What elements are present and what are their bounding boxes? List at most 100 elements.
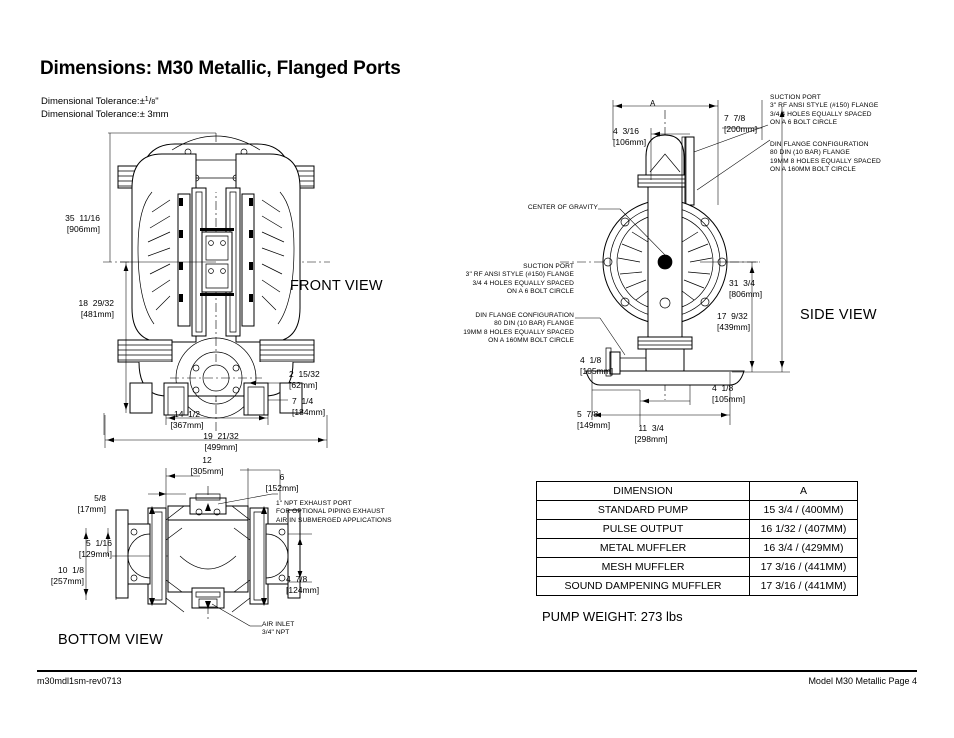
center-callout-leaders [575,209,668,355]
tolerance-inch-numerator: 1 [144,96,149,103]
bottom-dim-overall-depth-mm: [257mm] [50,575,84,586]
side-dim-base-front: 4 1/8[105mm] [580,355,613,376]
side-dim-base-front-mm: [105mm] [580,365,614,376]
footer-page-label: Model M30 Metallic Page 4 [808,676,917,686]
exhaust-port-callout: 1" NPT EXHAUST PORT FOR OPTIONAL PIPING … [276,500,392,524]
center-suction-port-callout: SUCTION PORT 3" RF ANSI STYLE (#150) FLA… [465,263,574,296]
front-dim-foot-offset-mm: [62mm] [289,379,318,390]
side-dim-overall-height: 31 3/4[806mm] [729,278,762,299]
side-dim-base-rear-in: 4 1/8 [712,383,734,393]
side-dim-base-offset-in: 5 7/8 [577,409,599,419]
side-dim-base-depth-mm: [298mm] [634,433,668,444]
side-dim-base-offset: 5 7/8[149mm] [577,409,610,430]
bottom-dim-bolt-offset-in: 5 1/16 [86,538,112,548]
side-suction-port-callout: SUCTION PORT 3" RF ANSI STYLE (#150) FLA… [770,94,879,127]
bottom-dim-port-offset: 4 7/8[124mm] [286,574,319,595]
bottom-dim-flange-thick: 5/8[17mm] [44,493,106,514]
bottom-dim-body-width: 12[305mm] [158,455,256,476]
bottom-view-label: BOTTOM VIEW [58,632,164,648]
bottom-dim-exhaust-width-mm: [152mm] [265,482,299,493]
tolerance-inch: Dimensional Tolerance:±1/8" [41,96,159,108]
table-cell-label: METAL MUFFLER [536,538,750,558]
footer-document-code: m30mdl1sm-rev0713 [37,676,122,686]
front-dim-overall-height-mm: [906mm] [66,223,100,234]
bottom-dim-bolt-offset-mm: [129mm] [78,548,112,559]
side-dim-center-height: 17 9/32[439mm] [717,311,750,332]
dimension-table: DIMENSION A STANDARD PUMP 15 3/4 / (400M… [536,481,858,596]
front-dim-foot-width-mm: [184mm] [292,406,326,417]
side-dim-a-label: A [650,99,656,108]
front-dim-foot-offset-in: 2 15/32 [289,369,320,379]
bottom-dim-port-offset-in: 4 7/8 [286,574,308,584]
bottom-dim-flange-thick-mm: [17mm] [77,503,106,514]
bottom-dim-bolt-offset: 5 1/16[129mm] [40,538,112,559]
side-din-flange-callout: DIN FLANGE CONFIGURATION 80 DIN (10 BAR)… [770,141,881,174]
bottom-dim-exhaust-width: 6[152mm] [254,472,310,493]
side-view-label: SIDE VIEW [800,307,877,323]
side-dim-base-depth: 11 3/4[298mm] [610,423,692,444]
table-row: MESH MUFFLER 17 3/16 / (441MM) [536,557,858,577]
footer-divider [37,670,917,672]
table-row: METAL MUFFLER 16 3/4 / (429MM) [536,538,858,558]
front-dim-foot-offset: 2 15/32[62mm] [289,369,320,390]
side-dim-port-offset-in: 4 3/16 [613,126,639,136]
side-dim-port-projection-mm: [200mm] [724,123,758,134]
side-dim-base-front-in: 4 1/8 [580,355,602,365]
side-dim-port-offset: 4 3/16[106mm] [613,126,646,147]
page-title: Dimensions: M30 Metallic, Flanged Ports [40,58,401,79]
front-dim-foot-span: 14 1/2[367mm] [150,409,224,430]
tolerance-inch-suffix: " [155,96,159,108]
side-dim-base-depth-in: 11 3/4 [638,423,664,433]
side-dim-overall-height-in: 31 3/4 [729,278,755,288]
side-dim-base-offset-mm: [149mm] [577,419,611,430]
bottom-dim-body-width-in: 12 [202,455,212,465]
front-dim-foot-width-in: 7 1/4 [292,396,314,406]
table-cell-label: MESH MUFFLER [536,557,750,577]
front-dim-overall-width-in: 19 21/32 [203,431,239,441]
bottom-dim-flange-thick-in: 5/8 [94,493,106,503]
table-cell-value: 17 3/16 / (441MM) [749,557,858,577]
side-view-drawing [560,100,790,425]
front-view-drawing [103,133,330,448]
table-header-a: A [749,481,858,501]
front-dim-foot-width: 7 1/4[184mm] [292,396,325,417]
table-cell-value: 16 3/4 / (429MM) [749,538,858,558]
bottom-dim-overall-depth-in: 10 1/8 [58,565,84,575]
tolerance-mm: Dimensional Tolerance:± 3mm [41,109,169,120]
front-dim-center-height-mm: [481mm] [80,308,114,319]
bottom-dim-port-offset-mm: [124mm] [286,584,320,595]
dimension-table-body: DIMENSION A STANDARD PUMP 15 3/4 / (400M… [536,481,858,596]
table-row: SOUND DAMPENING MUFFLER 17 3/16 / (441MM… [536,576,858,596]
front-dim-foot-span-mm: [367mm] [170,419,204,430]
side-dim-port-offset-mm: [106mm] [613,136,647,147]
front-view-label: FRONT VIEW [290,278,383,294]
front-dim-overall-height-in: 35 11/16 [65,213,100,223]
table-cell-label: SOUND DAMPENING MUFFLER [536,576,750,596]
front-dim-overall-height: 35 11/16[906mm] [28,213,100,234]
bottom-view-drawing [83,468,312,626]
front-dim-foot-span-in: 14 1/2 [174,409,200,419]
table-cell-value: 15 3/4 / (400MM) [749,500,858,520]
bottom-dim-body-width-mm: [305mm] [190,465,224,476]
table-row: STANDARD PUMP 15 3/4 / (400MM) [536,500,858,520]
side-dim-overall-height-mm: [806mm] [729,288,763,299]
side-dim-center-height-in: 17 9/32 [717,311,748,321]
table-cell-value: 16 1/32 / (407MM) [749,519,858,539]
table-cell-label: STANDARD PUMP [536,500,750,520]
center-of-gravity-callout: CENTER OF GRAVITY [527,204,598,211]
table-header-dimension: DIMENSION [536,481,750,501]
front-dim-overall-width-mm: [499mm] [204,441,238,452]
table-header-row: DIMENSION A [536,481,858,501]
table-cell-value: 17 3/16 / (441MM) [749,576,858,596]
front-dim-overall-width: 19 21/32[499mm] [178,431,264,452]
tolerance-inch-prefix: Dimensional Tolerance:± [41,96,145,108]
side-dim-base-rear-mm: [105mm] [712,393,746,404]
table-row: PULSE OUTPUT 16 1/32 / (407MM) [536,519,858,539]
table-cell-label: PULSE OUTPUT [536,519,750,539]
front-dim-center-height-in: 18 29/32 [78,298,114,308]
side-dim-port-projection: 7 7/8[200mm] [724,113,757,134]
side-dim-base-rear: 4 1/8[105mm] [712,383,745,404]
air-inlet-callout: AIR INLET 3/4" NPT [262,621,295,637]
